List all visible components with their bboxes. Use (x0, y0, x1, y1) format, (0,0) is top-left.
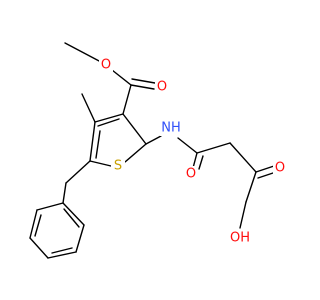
bond-methyl-o (64, 42, 102, 63)
atom-o-amide-label: O (186, 167, 196, 182)
bond-ph-6 (62, 202, 85, 226)
bond-amide-carbonyl-1 (192, 152, 198, 169)
bond-ring-methyl (81, 93, 96, 123)
bond-ch2-ch2 (229, 142, 257, 173)
bond-ring-s-c2 (124, 143, 147, 163)
bond-ring-c3-c2 (122, 113, 147, 145)
atom-oh-acid: OH (228, 230, 252, 246)
bond-ph-4 (47, 251, 77, 259)
bond-ch2-to-acid-c (245, 171, 257, 203)
bond-ester-to-ring (122, 84, 132, 115)
bond-lines (29, 42, 277, 259)
bond-ring-c3-c4-1 (94, 113, 124, 123)
bond-amide-carbonyl-2 (198, 155, 204, 170)
bond-ph-inner-3 (63, 208, 80, 228)
atom-nh-amide: NH (160, 120, 182, 136)
bond-n-to-amide-c (177, 137, 198, 154)
bond-ph-5 (75, 224, 85, 253)
atom-nh-amide-label: NH (161, 121, 181, 136)
bond-ph-2 (29, 209, 38, 239)
bond-ph-inner-2 (51, 247, 73, 254)
bond-o-ester-carbon (111, 69, 132, 86)
bond-ester-carbonyl-1 (130, 84, 155, 90)
bond-ring-c5-s (89, 160, 112, 167)
atom-o-ester-single-label: O (101, 58, 111, 73)
atom-s-thiophene-label: S (114, 159, 122, 174)
atom-o-acid-carbonyl: O (273, 160, 287, 176)
molecule-structure-diagram: O O NH S O O OH (29, 42, 287, 259)
atom-o-acid-carbonyl-label: O (275, 161, 285, 176)
bond-ring-to-ch2-benzyl (65, 160, 91, 184)
bond-ester-carbonyl-2 (131, 78, 156, 84)
atom-o-ester-carbonyl-label: O (157, 80, 167, 95)
bond-ring-c5-c5-dbl (95, 130, 101, 159)
bond-ch2-to-phenyl (62, 182, 67, 204)
atom-s-thiophene: S (111, 158, 125, 174)
bond-ph-inner-1 (34, 214, 42, 237)
bond-amide-to-ch2 (196, 142, 231, 154)
bond-acid-to-oh (239, 201, 247, 229)
bond-ph-1 (36, 202, 64, 211)
bond-ring-c4-c5 (89, 121, 96, 162)
atom-o-ester-carbonyl: O (155, 79, 169, 95)
bond-ring-c3-c4-2 (97, 118, 120, 127)
atom-labels: O O NH S O O OH (99, 57, 287, 246)
atom-oh-acid-label: OH (230, 231, 250, 246)
bond-acid-carbonyl-1 (255, 165, 275, 173)
bond-ph-3 (29, 237, 49, 259)
atom-o-amide: O (184, 166, 198, 182)
bond-ring-to-n (145, 135, 162, 145)
atom-o-ester-single: O (99, 57, 113, 73)
